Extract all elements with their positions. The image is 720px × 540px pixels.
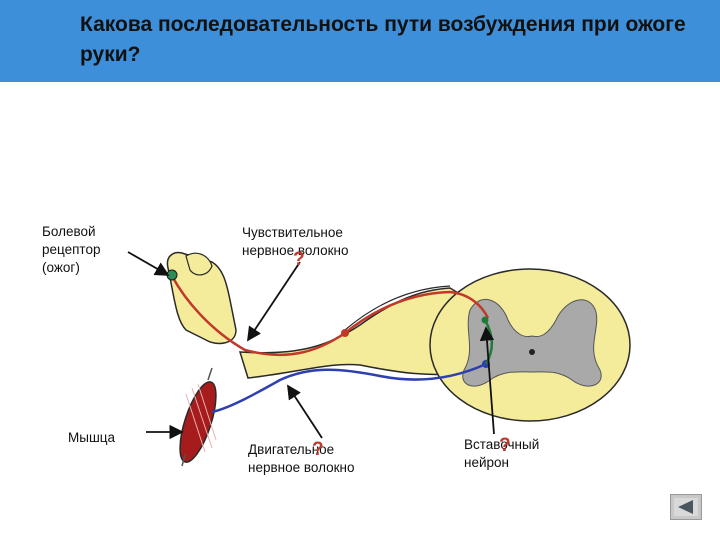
arrow-motor-fiber (287, 384, 323, 439)
sensory-neuron-body (341, 329, 349, 337)
muscle (179, 381, 217, 463)
label-motor-fiber: Двигательное нервное волокно (248, 442, 355, 475)
interneuron-body (481, 316, 489, 324)
muscle-tendon (181, 367, 213, 467)
label-pain-receptor: Болевой рецептор (ожог) (42, 224, 101, 275)
fingernail (185, 252, 213, 276)
label-interneuron: Вставочный нейрон (464, 437, 540, 470)
label-sensory-fiber: Чувствительное нервное волокно (242, 225, 349, 258)
sensory-neuron (170, 275, 490, 357)
finger (166, 251, 237, 345)
label-muscle: Мышца (68, 430, 116, 445)
arrow-interneuron (479, 326, 495, 435)
arrow-pain-receptor (127, 251, 170, 276)
arrow-sensory-fiber (247, 261, 301, 342)
back-icon (674, 498, 698, 516)
back-nav-button[interactable] (670, 494, 702, 520)
pain-receptor (166, 269, 178, 281)
question-mark-interneuron: ? (499, 435, 511, 456)
motor-neuron (211, 362, 487, 414)
header-bar (0, 0, 720, 82)
muscle-striations (185, 383, 217, 453)
dorsal-root (344, 285, 451, 331)
central-canal (529, 349, 535, 355)
question-mark-motor: ? (312, 439, 324, 460)
grey-matter (462, 299, 602, 387)
question-mark-sensory: ? (293, 249, 305, 270)
slide-title: Какова последовательность пути возбужден… (80, 13, 686, 66)
